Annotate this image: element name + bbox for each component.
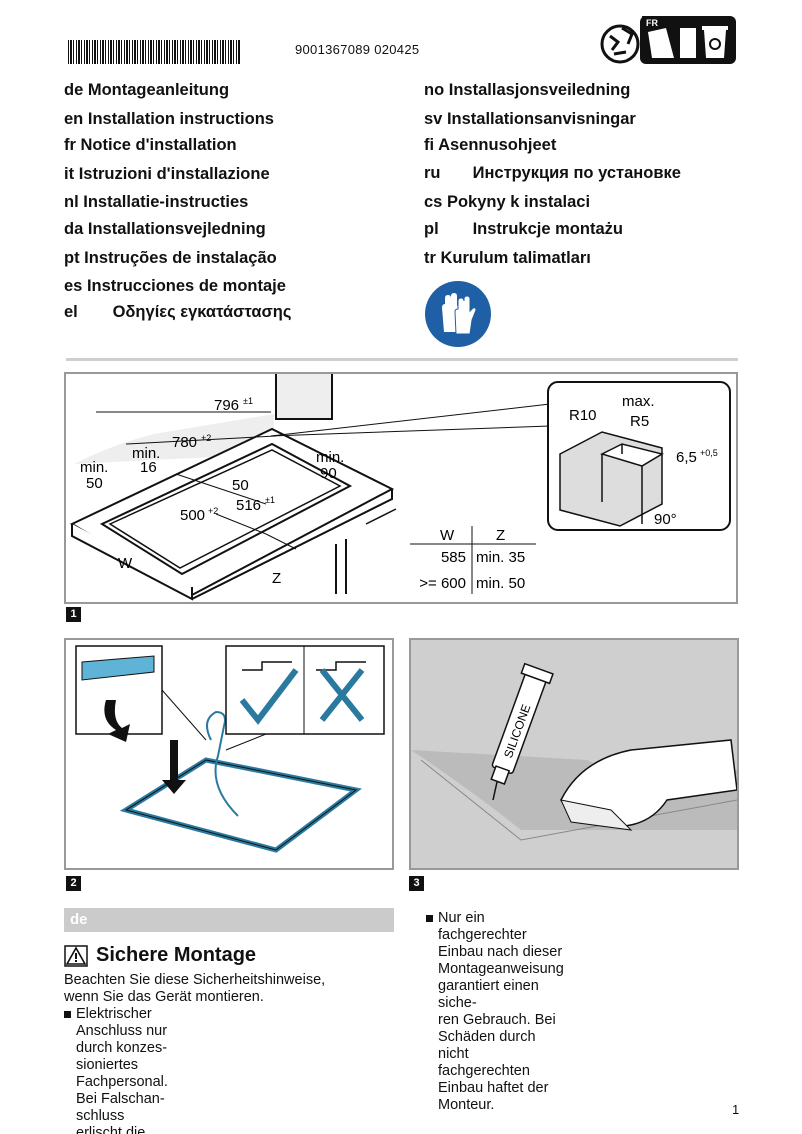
lang-nl: nl Installatie-instructies bbox=[64, 193, 249, 211]
recycling-triman-icon: FR bbox=[600, 16, 736, 64]
figure-2-seal-application bbox=[64, 638, 394, 870]
intro-line-2: wenn Sie das Gerät montieren. bbox=[64, 989, 264, 1005]
lang-de: de Montageanleitung bbox=[64, 81, 230, 99]
fr-badge: FR bbox=[646, 18, 658, 28]
lang-ru: ru Инструкция по установке bbox=[424, 164, 681, 182]
lang-it: it Istruzioni d'installazione bbox=[64, 165, 270, 183]
lang-fi: fi Asennusohjeet bbox=[424, 136, 557, 154]
barcode-icon bbox=[68, 40, 240, 64]
lang-sv: sv Installationsanvisningar bbox=[424, 110, 636, 128]
cross-icon bbox=[319, 668, 365, 722]
down-arrow-icon bbox=[104, 700, 130, 742]
dim-500-tol: +2 bbox=[208, 506, 218, 516]
dim-min16-value: 16 bbox=[140, 459, 157, 476]
lang-da: da Installationsvejledning bbox=[64, 220, 266, 238]
lang-es: es Instrucciones de montaje bbox=[64, 277, 286, 295]
lang-tr: tr Kurulum talimatları bbox=[424, 249, 591, 267]
dim-500: 500 bbox=[180, 507, 205, 524]
table-cell-z1: min. 35 bbox=[476, 549, 525, 566]
warning-triangle-icon bbox=[64, 944, 88, 967]
figure-1-cutout-dimensions: 796 ±1 780 +2 min. 16 min. 50 min. 90 50… bbox=[64, 372, 738, 604]
dim-796: 796 bbox=[214, 397, 239, 414]
figure-1-number: 1 bbox=[66, 607, 81, 622]
document-code: 9001367089 020425 bbox=[295, 42, 420, 57]
separator bbox=[66, 358, 738, 361]
dim-516: 516 bbox=[236, 497, 261, 514]
lang-pt: pt Instruções de instalação bbox=[64, 249, 277, 267]
lang-en: en Installation instructions bbox=[64, 110, 274, 128]
section-title: Sichere Montage bbox=[64, 944, 256, 967]
lang-el: el Οδηγίες εγκατάστασης bbox=[64, 303, 292, 321]
language-section-bar: de bbox=[64, 908, 394, 932]
dim-min90-label: min. bbox=[316, 449, 344, 466]
dim-min16-label: min. bbox=[132, 445, 160, 462]
lang-fr: fr Notice d'installation bbox=[64, 136, 237, 154]
lang-no: no Installasjonsveiledning bbox=[424, 81, 631, 99]
dim-780: 780 bbox=[172, 434, 197, 451]
safety-gloves-icon bbox=[425, 281, 491, 347]
dim-min90-value: 90 bbox=[320, 465, 337, 482]
table-cell-z2: min. 50 bbox=[476, 575, 525, 592]
figure-2-number: 2 bbox=[66, 876, 81, 891]
dim-516-tol: ±1 bbox=[265, 495, 275, 505]
detail-r10: R10 bbox=[569, 407, 597, 424]
lang-cs: cs Pokyny k instalaci bbox=[424, 193, 591, 211]
detail-6-5: 6,5 bbox=[676, 449, 697, 466]
dim-796-tol: ±1 bbox=[243, 396, 253, 406]
detail-r5: R5 bbox=[630, 413, 649, 430]
page-number: 1 bbox=[732, 1102, 740, 1117]
dim-z: Z bbox=[272, 570, 281, 587]
dim-w: W bbox=[118, 555, 133, 572]
intro-line-1: Beachten Sie diese Sicherheitshinweise, bbox=[64, 972, 326, 988]
dim-780-tol: +2 bbox=[201, 433, 211, 443]
table-cell-w2: >= 600 bbox=[419, 575, 466, 592]
dim-min50-value: 50 bbox=[86, 475, 103, 492]
detail-angle: 90° bbox=[654, 511, 677, 528]
checkmark-icon bbox=[239, 668, 299, 725]
dim-50: 50 bbox=[232, 477, 249, 494]
detail-max: max. bbox=[622, 393, 655, 410]
table-cell-w1: 585 bbox=[441, 549, 466, 566]
detail-6-5-tol: +0,5 bbox=[700, 448, 718, 458]
dim-min50-label: min. bbox=[80, 459, 108, 476]
figure-3-silicone: SILICONE bbox=[409, 638, 739, 870]
table-header-z: Z bbox=[496, 527, 505, 544]
figure-3-number: 3 bbox=[409, 876, 424, 891]
lang-pl: pl Instrukcje montażu bbox=[424, 220, 623, 238]
table-header-w: W bbox=[440, 527, 455, 544]
